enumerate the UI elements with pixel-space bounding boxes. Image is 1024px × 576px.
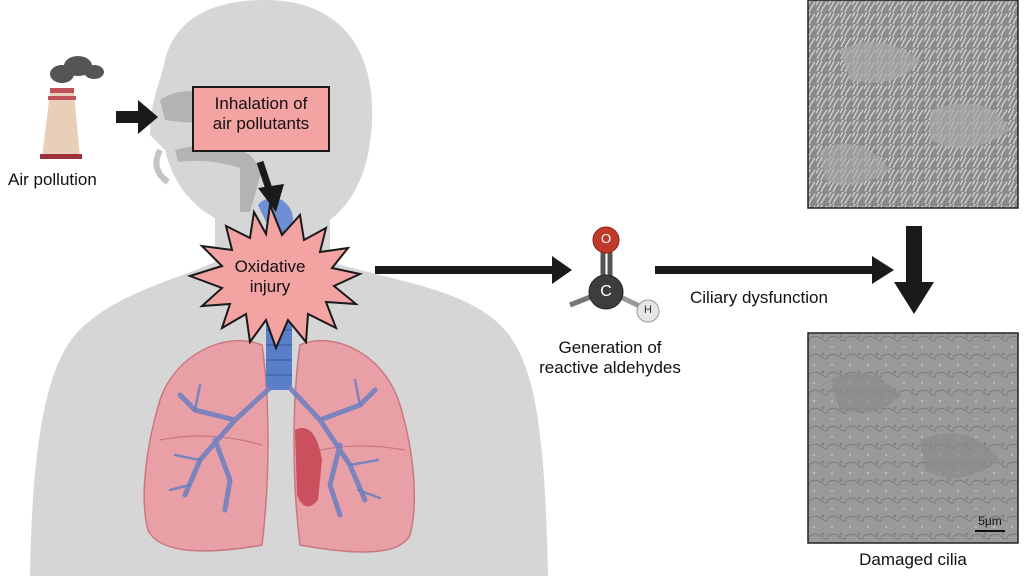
- arrow-to-damage: [655, 256, 894, 284]
- healthy-cilia-micrograph: [807, 0, 1019, 209]
- injury-label: Oxidative injury: [220, 257, 320, 298]
- injury-line-1: Oxidative: [234, 257, 306, 276]
- atom-c-label: C: [600, 283, 612, 300]
- generation-line-2: reactive aldehydes: [539, 358, 681, 378]
- flow-arrows: [116, 100, 934, 314]
- scale-bar-label: 5μm: [978, 514, 1002, 528]
- generation-line-1: Generation of: [558, 338, 662, 357]
- injury-line-2: injury: [249, 277, 291, 297]
- damaged-cilia-label: Damaged cilia: [859, 550, 967, 569]
- factory-icon: [40, 56, 104, 159]
- damaged-cilia-micrograph: [807, 332, 1019, 544]
- arrow-to-inhalation: [116, 100, 158, 134]
- atom-o-label: O: [600, 231, 612, 246]
- inhalation-label: Inhalation of air pollutants: [193, 94, 329, 135]
- lungs: [143, 339, 416, 553]
- atom-h-label: H: [644, 304, 652, 316]
- air-pollution-label: Air pollution: [8, 170, 97, 189]
- aldehyde-molecule: [569, 226, 660, 323]
- inhalation-line-1: Inhalation of: [214, 94, 308, 113]
- ciliary-dysfunction-label: Ciliary dysfunction: [690, 288, 828, 307]
- inhalation-line-2: air pollutants: [212, 114, 310, 134]
- injury-burst: [186, 201, 364, 351]
- arrow-to-aldehyde: [375, 256, 572, 284]
- arrow-to-injury: [256, 160, 284, 212]
- arrow-down: [894, 226, 934, 314]
- inhalation-box: [192, 86, 330, 152]
- generation-label: Generation of reactive aldehydes: [520, 338, 700, 379]
